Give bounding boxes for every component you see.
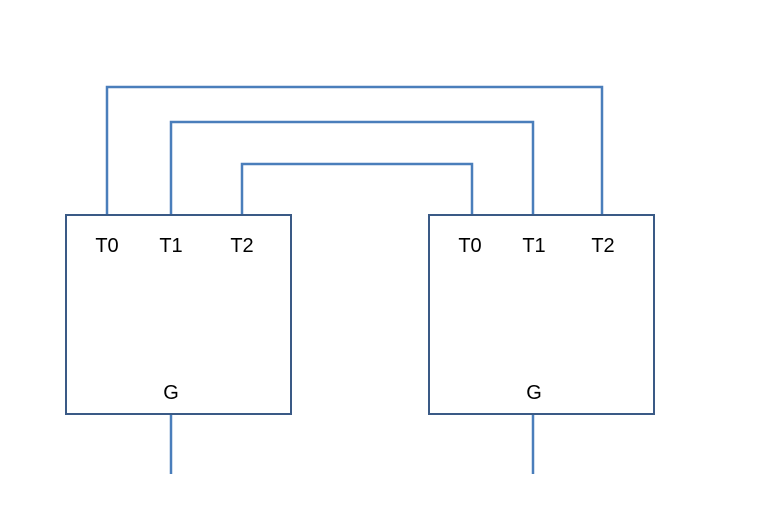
left-block-body bbox=[65, 214, 292, 415]
left-port-t2-label: T2 bbox=[230, 235, 253, 257]
right-block-body bbox=[428, 214, 655, 415]
left-port-t1-label: T1 bbox=[159, 235, 182, 257]
right-port-t2-label: T2 bbox=[591, 235, 614, 257]
left-ground-label: G bbox=[163, 382, 179, 404]
right-port-t0-label: T0 bbox=[458, 235, 481, 257]
wire-t0-to-t2 bbox=[105, 85, 604, 215]
right-port-t1-label: T1 bbox=[522, 235, 545, 257]
left-block: T0 T1 T2 G bbox=[65, 214, 292, 415]
right-block: T0 T1 T2 G bbox=[428, 214, 655, 415]
wire-t1-to-t1 bbox=[169, 120, 535, 215]
right-ground-label: G bbox=[526, 382, 542, 404]
left-port-t0-label: T0 bbox=[95, 235, 118, 257]
wire-t2-to-t0 bbox=[240, 162, 474, 215]
